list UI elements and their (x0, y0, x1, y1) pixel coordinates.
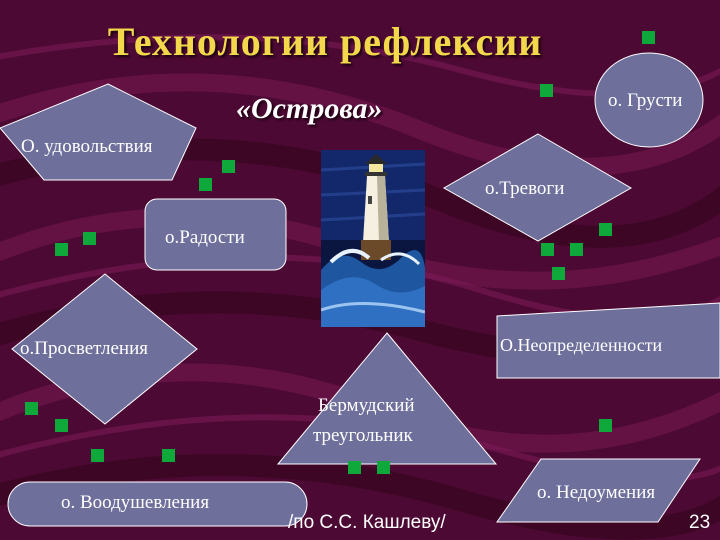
marker-square (642, 31, 655, 44)
page-number: 23 (689, 512, 710, 534)
label-vooodushevleniya: о. Воодушевления (61, 492, 209, 514)
marker-square (348, 461, 361, 474)
author-credit: /по С.С. Кашлеву/ (288, 512, 446, 534)
marker-square (222, 160, 235, 173)
marker-square (55, 419, 68, 432)
marker-square (599, 419, 612, 432)
label-trevogi: о.Тревоги (485, 178, 564, 200)
marker-square (55, 243, 68, 256)
slide-title: Технологии рефлексии (0, 18, 720, 65)
marker-square (552, 267, 565, 280)
marker-square (25, 402, 38, 415)
label-radosti: о.Радости (165, 227, 245, 249)
marker-square (377, 461, 390, 474)
label-udovolstviya: О. удовольствия (21, 136, 153, 158)
label-neopredelennosti: О.Неопределенности (500, 335, 662, 356)
label-bermuda-line2: треугольник (313, 425, 413, 447)
label-nedoumeniya: о. Недоумения (537, 482, 655, 504)
marker-square (83, 232, 96, 245)
slide-subtitle: «Острова» (236, 92, 383, 126)
label-bermuda-line1: Бермудский (318, 395, 415, 417)
marker-square (570, 243, 583, 256)
marker-square (91, 449, 104, 462)
label-prosvetleniya: о.Просветления (20, 338, 148, 360)
marker-square (540, 84, 553, 97)
marker-square (199, 178, 212, 191)
label-grusti: о. Грусти (608, 90, 682, 112)
marker-square (541, 243, 554, 256)
marker-square (599, 223, 612, 236)
marker-square (162, 449, 175, 462)
lighthouse-picture (321, 150, 425, 327)
